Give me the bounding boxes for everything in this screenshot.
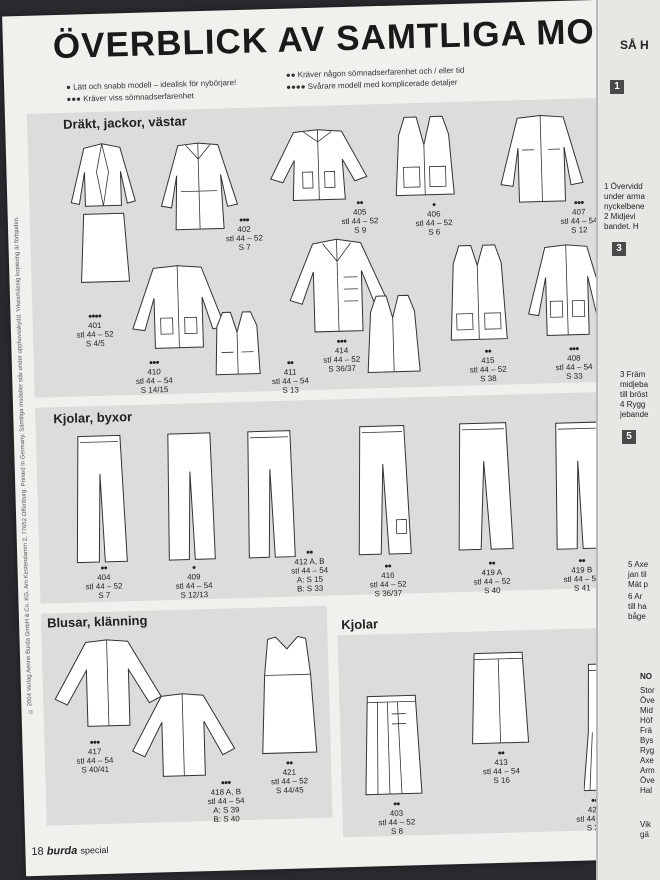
right-step-3: 3 bbox=[612, 242, 626, 256]
right-text: 1 Övervidd bbox=[604, 182, 643, 191]
right-text: 2 Midjevi bbox=[604, 212, 636, 221]
right-step-1: 1 bbox=[610, 80, 624, 94]
right-table-row: Öve bbox=[640, 776, 655, 785]
garment-406-image bbox=[390, 114, 458, 200]
right-table-row: Arm bbox=[640, 766, 655, 775]
right-text: gä bbox=[640, 830, 649, 839]
legend-exp: ●●● Kräver viss sömnadserfarenhet bbox=[66, 91, 194, 104]
garment-404-image bbox=[72, 433, 130, 564]
copyright-side-text: © 2004 Verlag Aenne Burda GmbH & Co. KG,… bbox=[13, 216, 34, 715]
garment-417-image bbox=[52, 636, 164, 729]
right-table-row: Höf bbox=[640, 716, 653, 725]
brand-special: special bbox=[80, 844, 109, 856]
page-title: ÖVERBLICK AV SAMTLIGA MODELLER bbox=[52, 7, 626, 67]
garment-418-image bbox=[129, 690, 237, 779]
right-text: 4 Rygg bbox=[620, 400, 646, 409]
garment-411-image bbox=[210, 309, 264, 376]
legend-hard: ●●●● Svårare modell med komplicerade det… bbox=[286, 77, 458, 92]
brand-name: burda bbox=[46, 844, 78, 858]
right-text: under arma bbox=[604, 192, 645, 201]
right-text: 6 Ar bbox=[628, 592, 643, 601]
garment-416-image bbox=[354, 423, 414, 557]
garment-412-image bbox=[242, 429, 300, 560]
right-table-heading: NO bbox=[640, 672, 652, 681]
right-table-row: Axe bbox=[640, 756, 654, 765]
right-text: midjeba bbox=[620, 380, 649, 389]
garment-401-image bbox=[66, 141, 142, 293]
right-header: SÅ H bbox=[620, 38, 649, 52]
garment-408-image bbox=[525, 242, 610, 338]
right-text: 5 Axe bbox=[628, 560, 649, 569]
right-text: jebande bbox=[620, 410, 649, 419]
right-text: Mät p bbox=[628, 580, 649, 589]
right-text: båge bbox=[628, 612, 646, 621]
garment-421-image bbox=[255, 634, 320, 756]
right-table-row: Öve bbox=[640, 696, 655, 705]
garment-405-image bbox=[267, 126, 369, 203]
right-step-5: 5 bbox=[622, 430, 636, 444]
right-text: till bröst bbox=[620, 390, 648, 399]
legend-easy: ● Lätt och snabb modell – idealisk för n… bbox=[65, 78, 237, 92]
right-table-row: Stor bbox=[640, 686, 655, 695]
right-table-row: Frä bbox=[640, 726, 652, 735]
page-footer: 18 burda special bbox=[31, 844, 108, 858]
right-text: jan til bbox=[628, 570, 647, 579]
page-number: 18 bbox=[31, 845, 44, 859]
section-skirts-pants-heading: Kjolar, byxor bbox=[53, 409, 133, 427]
garment-415-image bbox=[445, 242, 512, 342]
garment-414b-image bbox=[362, 293, 424, 375]
right-table-row: Ryg bbox=[640, 746, 655, 755]
magazine-page: ÖVERBLICK AV SAMTLIGA MODELLER ● Lätt oc… bbox=[2, 0, 626, 877]
right-text: till ha bbox=[628, 602, 647, 611]
garment-409-image bbox=[162, 431, 220, 562]
right-text: 3 Främ bbox=[620, 370, 646, 379]
right-table-row: Bys bbox=[640, 736, 654, 745]
garment-414-image bbox=[286, 236, 389, 335]
adjacent-page: SÅ H 1 1 Övervidd under arma nyckelbene … bbox=[596, 0, 660, 880]
right-text: nyckelbene bbox=[604, 202, 645, 211]
right-text: Vik bbox=[640, 820, 651, 829]
section-blouses-heading: Blusar, klänning bbox=[46, 612, 148, 631]
garment-413-image bbox=[468, 650, 531, 746]
right-table-row: Hal bbox=[640, 786, 653, 795]
garment-402-image bbox=[156, 140, 242, 232]
garment-403-image bbox=[361, 693, 424, 797]
garment-410-image bbox=[129, 262, 227, 351]
section-skirts-heading: Kjolar bbox=[341, 616, 379, 633]
garment-407-image bbox=[495, 112, 587, 204]
right-text: bandet. H bbox=[604, 222, 639, 231]
garment-419a-image bbox=[454, 420, 516, 552]
right-table-row: Mid bbox=[640, 706, 653, 715]
